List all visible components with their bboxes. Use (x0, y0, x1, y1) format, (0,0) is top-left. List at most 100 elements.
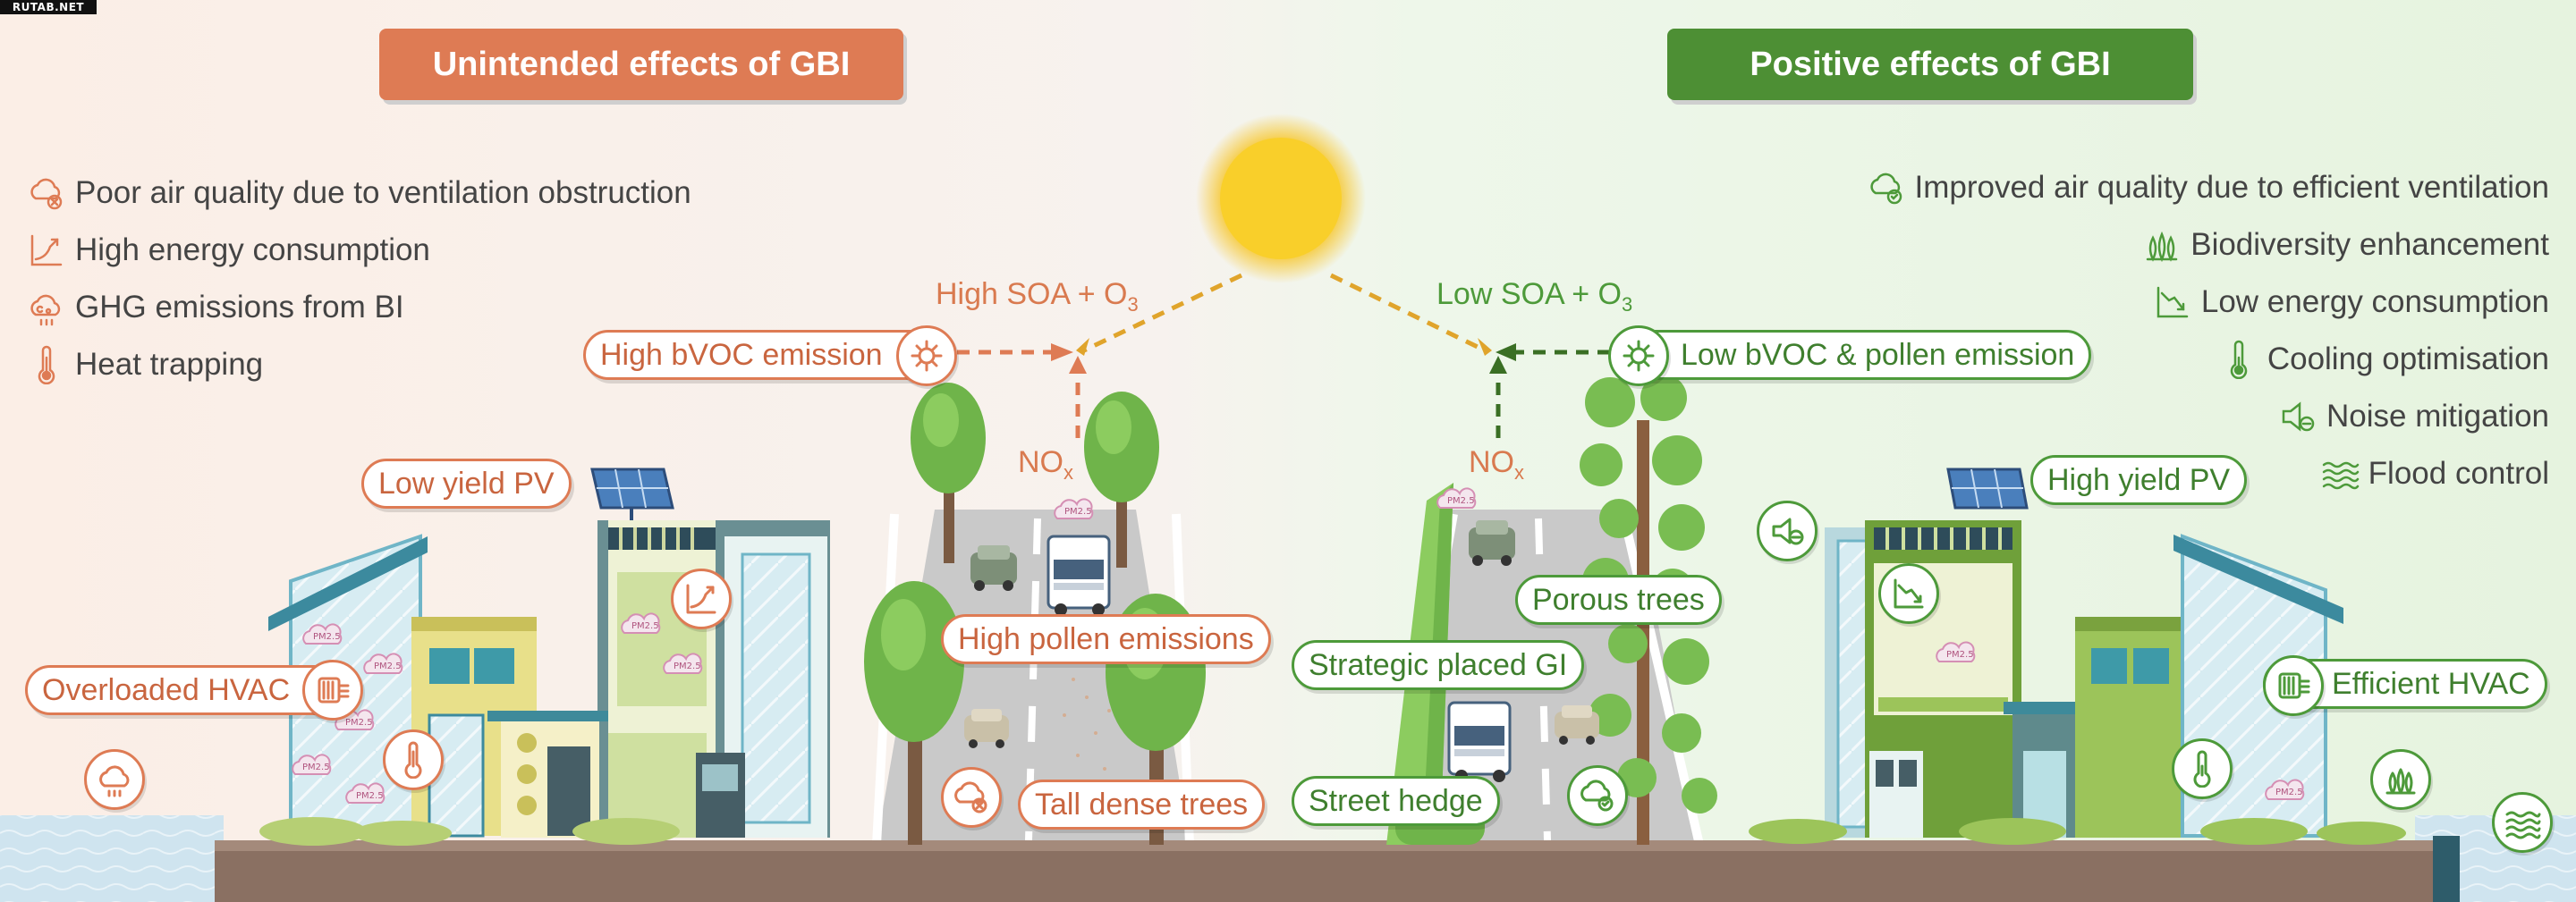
hvac-unit-icon (302, 660, 363, 721)
street-hedge-label: Street hedge (1292, 776, 1500, 826)
thermometer-icon (2217, 338, 2260, 381)
positive-effect-item: Improved air quality due to efficient ve… (1865, 159, 2550, 216)
car-right-2 (1555, 705, 1599, 745)
high-yield-pv-label: High yield PV (2030, 455, 2248, 505)
hvac-unit-icon (2263, 655, 2324, 716)
virus-icon (896, 325, 957, 386)
water-left (0, 815, 224, 902)
solar-panel-left (590, 468, 674, 520)
car-left-2 (964, 709, 1009, 748)
negative-effect-item: GHG emissions from BI (25, 279, 691, 336)
low-soa-o3-label: Low SOA + O3 (1436, 277, 1633, 316)
rising-chart-icon (671, 569, 732, 629)
watermark: RUTAB.NET (0, 0, 97, 14)
negative-effect-label: Poor air quality due to ventilation obst… (75, 175, 691, 210)
pm25-cloud-icon: PM2.5 (2265, 779, 2305, 800)
left-tree-2 (1084, 392, 1159, 568)
positive-effect-label: Biodiversity enhancement (2190, 227, 2549, 262)
positive-effect-label: Flood control (2368, 456, 2549, 491)
positive-effect-item: Biodiversity enhancement (1865, 216, 2549, 274)
pm25-text: PM2.5 (356, 791, 384, 801)
waves-icon (2492, 792, 2553, 853)
low-bvoc-pollen-label: Low bVOC & pollen emission (1614, 330, 2092, 380)
clean-cloud-icon (1567, 765, 1628, 826)
rising-chart-icon (25, 229, 68, 272)
pm25-cloud-icon: PM2.5 (663, 653, 703, 674)
thermometer-icon (25, 343, 68, 386)
nox-right-label: NOx (1469, 445, 1524, 484)
truck-left (1046, 535, 1111, 616)
high-bvoc-emission-label: High bVOC emission (583, 330, 953, 380)
negative-effect-label: Heat trapping (75, 347, 264, 382)
high-pollen-emissions-label: High pollen emissions (941, 614, 1271, 664)
thermometer-icon (2172, 738, 2233, 799)
hedge-right (1749, 818, 2406, 845)
solar-panel-right (1946, 468, 2029, 510)
negative-effects-list: Poor air quality due to ventilation obst… (25, 164, 691, 393)
overloaded-hvac-label: Overloaded HVAC (25, 665, 356, 715)
pm25-text: PM2.5 (1064, 507, 1092, 517)
porous-trees-label: Porous trees (1515, 575, 1722, 625)
strategic-placed-gi-label: Strategic placed GI (1292, 640, 1585, 690)
car-left-1 (970, 545, 1017, 591)
right-glass-building (2075, 534, 2343, 838)
pm25-text: PM2.5 (674, 662, 701, 671)
speaker-off-icon (2276, 395, 2319, 438)
plants-icon (2370, 749, 2431, 810)
positive-effect-label: Noise mitigation (2326, 399, 2549, 434)
positive-effects-list: Improved air quality due to efficient ve… (1865, 159, 2550, 502)
nox-left-label: NOx (1018, 445, 1073, 484)
negative-effect-label: GHG emissions from BI (75, 290, 404, 325)
co2-cloud-icon (25, 286, 68, 329)
pm25-text: PM2.5 (2275, 788, 2303, 797)
left-tree-1 (911, 383, 986, 563)
positive-effect-label: Improved air quality due to efficient ve… (1914, 170, 2550, 205)
pm25-cloud-icon: PM2.5 (1054, 498, 1094, 519)
positive-effect-label: Low energy consumption (2200, 284, 2549, 319)
positive-effect-item: Cooling optimisation (1865, 331, 2549, 388)
truck-right (1447, 701, 1512, 782)
car-right-1 (1469, 520, 1515, 566)
positive-effect-label: Cooling optimisation (2267, 341, 2549, 376)
negative-effect-item: Poor air quality due to ventilation obst… (25, 164, 691, 222)
speaker-off-icon (1757, 501, 1818, 561)
falling-chart-icon (2151, 281, 2194, 324)
co2-cloud-icon (84, 749, 145, 810)
pm25-cloud-icon: PM2.5 (621, 612, 661, 634)
clean-cloud-icon (1865, 166, 1908, 209)
pm25-cloud-icon: PM2.5 (345, 782, 386, 804)
virus-icon (1608, 325, 1669, 386)
negative-effect-label: High energy consumption (75, 232, 430, 267)
low-yield-pv-label: Low yield PV (361, 459, 572, 509)
pm25-text: PM2.5 (302, 763, 330, 772)
negative-effect-item: High energy consumption (25, 222, 691, 279)
pm25-cloud-icon: PM2.5 (363, 653, 403, 674)
pm25-text: PM2.5 (1946, 650, 1974, 660)
thermometer-icon (383, 729, 444, 790)
porous-tree (1580, 375, 1717, 845)
pm25-text: PM2.5 (631, 621, 659, 631)
right-post (2433, 836, 2460, 902)
plants-icon (2140, 223, 2183, 266)
falling-chart-icon (1878, 563, 1939, 624)
pm25-cloud-icon: PM2.5 (1936, 641, 1976, 662)
positive-effect-item: Low energy consumption (1865, 274, 2549, 331)
polluted-cloud-icon (25, 172, 68, 215)
negative-effect-item: Heat trapping (25, 336, 691, 393)
pm25-text: PM2.5 (374, 662, 402, 671)
polluted-cloud-icon (941, 767, 1002, 828)
high-soa-o3-label: High SOA + O3 (936, 277, 1139, 316)
tall-dense-trees-label: Tall dense trees (1018, 780, 1266, 830)
pm25-cloud-icon: PM2.5 (292, 754, 332, 775)
hedge-left (259, 817, 680, 846)
left-tall-building (597, 520, 830, 838)
pm25-text: PM2.5 (1447, 496, 1475, 506)
header-unintended-effects: Unintended effects of GBI (379, 29, 903, 100)
positive-effect-item: Flood control (1865, 445, 2549, 502)
pm25-text: PM2.5 (313, 632, 341, 642)
positive-effect-item: Noise mitigation (1865, 388, 2549, 445)
header-positive-effects: Positive effects of GBI (1667, 29, 2193, 100)
left-tree-3 (864, 581, 964, 845)
pm25-cloud-icon: PM2.5 (1436, 487, 1477, 509)
waves-icon (2318, 452, 2361, 495)
